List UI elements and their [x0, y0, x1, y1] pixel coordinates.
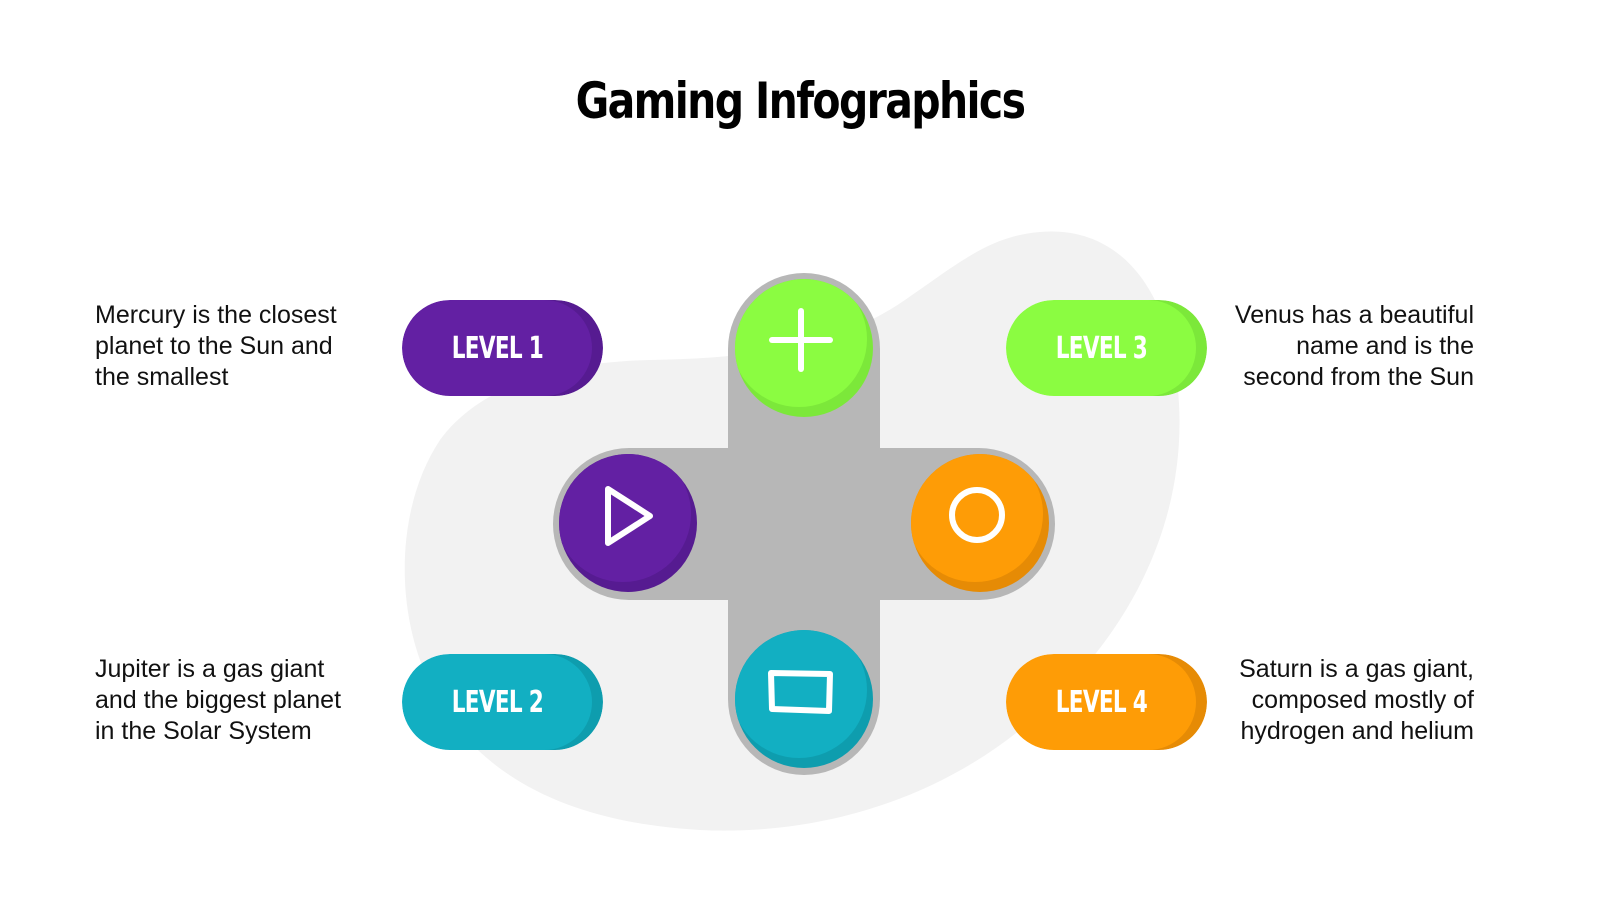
level-3-pill: LEVEL 3 — [1006, 300, 1207, 396]
level-2-pill: LEVEL 2 — [402, 654, 603, 750]
rectangle-icon — [768, 670, 833, 714]
level-1-description: Mercury is the closest planet to the Sun… — [95, 300, 395, 393]
description-line: composed mostly of — [1251, 686, 1474, 714]
description-line: Jupiter is a gas giant — [95, 655, 325, 683]
level-label: LEVEL 1 — [451, 330, 544, 366]
play-triangle-icon — [605, 486, 653, 546]
description-line: planet to the Sun and — [95, 332, 333, 360]
dpad-button-left — [559, 454, 697, 592]
plus-icon — [769, 308, 833, 372]
button-face — [559, 454, 691, 582]
circle-icon — [949, 487, 1005, 543]
description-line: Venus has a beautiful — [1234, 301, 1474, 329]
level-4-pill: LEVEL 4 — [1006, 654, 1207, 750]
pill-face — [402, 654, 592, 750]
page-title: Gaming Infographics — [575, 72, 1026, 130]
level-3-description: Venus has a beautiful name and is the se… — [1174, 300, 1474, 393]
description-line: hydrogen and helium — [1240, 717, 1475, 745]
level-2-description: Jupiter is a gas giant and the biggest p… — [95, 654, 395, 747]
pill-face — [1006, 654, 1196, 750]
description-line: the smallest — [95, 363, 229, 391]
button-face — [735, 630, 867, 758]
dpad-button-top — [735, 279, 873, 417]
level-label: LEVEL 3 — [1055, 330, 1148, 366]
level-label: LEVEL 4 — [1055, 684, 1148, 720]
description-line: Mercury is the closest — [95, 301, 337, 329]
dpad-button-right — [911, 454, 1049, 592]
level-1-pill: LEVEL 1 — [402, 300, 603, 396]
description-line: second from the Sun — [1243, 363, 1474, 391]
dpad-button-bottom — [735, 630, 873, 768]
description-line: Saturn is a gas giant, — [1239, 655, 1474, 683]
pill-face — [402, 300, 592, 396]
description-line: in the Solar System — [95, 717, 312, 745]
pill-face — [1006, 300, 1196, 396]
button-face — [911, 454, 1043, 582]
description-line: name and is the — [1296, 332, 1474, 360]
level-4-description: Saturn is a gas giant, composed mostly o… — [1174, 654, 1474, 747]
description-line: and the biggest planet — [95, 686, 342, 714]
level-label: LEVEL 2 — [451, 684, 544, 720]
